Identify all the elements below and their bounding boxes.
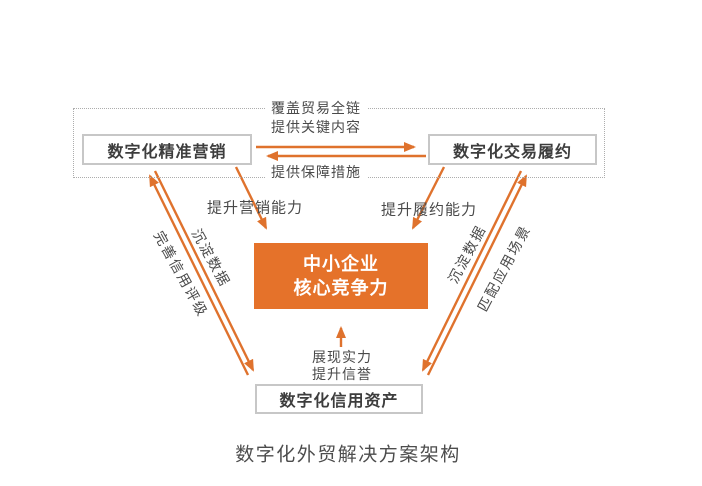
arrow-credit-to-fulfillment [426, 174, 528, 376]
arrow-credit-to-marketing [148, 174, 250, 376]
label-cover-trade-chain: 覆盖贸易全链 [265, 98, 367, 118]
node-digital-transaction-fulfillment: 数字化交易履约 [428, 134, 597, 165]
label-improve-fulfillment-ability: 提升履约能力 [380, 201, 478, 219]
label-provide-key-content: 提供关键内容 [265, 117, 367, 137]
core-box-line1: 中小企业 [303, 253, 379, 274]
label-show-strength: 展现实力 [312, 349, 372, 365]
diagram-caption: 数字化外贸解决方案架构 [235, 444, 461, 466]
core-box-line2: 核心竞争力 [293, 278, 389, 298]
node-digital-credit-asset: 数字化信用资产 [255, 384, 423, 414]
label-improve-marketing-ability: 提升营销能力 [206, 199, 304, 217]
node-digital-precision-marketing: 数字化精准营销 [82, 134, 252, 165]
label-improve-reputation: 提升信誉 [312, 366, 372, 382]
node-sme-core-competitiveness: 中小企业 核心竞争力 [254, 243, 428, 309]
arrow-fulfillment-to-credit [421, 170, 523, 372]
arrow-marketing-to-credit [153, 170, 255, 372]
label-provide-safeguards: 提供保障措施 [265, 162, 367, 182]
